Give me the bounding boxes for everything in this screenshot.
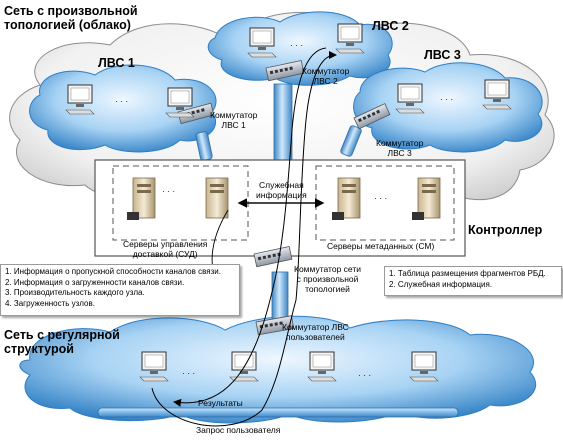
switch-lan1-label: Коммутатор ЛВС 1 — [210, 110, 257, 130]
switch-users-label-line1: Коммутатор ЛВС — [282, 322, 349, 332]
workstation-icon — [65, 84, 95, 115]
switch-lan3-label: Коммутатор ЛВС 3 — [376, 138, 423, 158]
left-notes-box: 1. Информация о пропускной способности к… — [0, 264, 240, 316]
regular-network-title-line1: Сеть с регулярной — [4, 328, 120, 342]
delivery-servers-label: Серверы управления доставкой (СУД) — [123, 239, 207, 259]
switch-lan3-label-line1: Коммутатор — [376, 138, 424, 148]
switch-core-label-line1: Коммутатор сети — [294, 264, 361, 274]
switch-lan2-label: Коммутатор ЛВС 2 — [302, 66, 349, 86]
request-arrow — [151, 51, 337, 427]
right-notes-box: 1. Таблица размещения фрагментов РБД. 2.… — [384, 266, 562, 296]
ellipsis-users-right: · · · — [358, 370, 372, 380]
switch-lan2-label-line2: ЛВС 2 — [313, 76, 338, 86]
cloud-network-title: Сеть с произвольной топологией (облако) — [4, 4, 138, 32]
regular-network-title-line2: структурой — [4, 342, 74, 356]
switch-core-label: Коммутатор сети с произвольной топологие… — [294, 264, 361, 294]
network-bus — [97, 407, 459, 418]
service-info-label-line1: Служебная — [259, 180, 304, 190]
switch-users-label: Коммутатор ЛВС пользователей — [282, 322, 349, 342]
ellipsis-lan1: · · · — [115, 96, 129, 106]
ellipsis-lan3: · · · — [440, 94, 454, 104]
lan2-label: ЛВС 2 — [372, 19, 409, 33]
cloud-network-title-line2: топологией (облако) — [4, 18, 131, 32]
switch-core-label-line2: с произвольной — [296, 274, 359, 284]
cloud-network-title-line1: Сеть с произвольной — [4, 4, 138, 18]
workstation-icon — [409, 351, 439, 382]
link-lan2-tube — [273, 83, 293, 165]
left-note-item: 3. Производительность каждого узла. — [5, 288, 145, 297]
right-note-item: 1. Таблица размещения фрагментов РБД. — [389, 269, 546, 278]
left-note-item: 1. Информация о пропускной способности к… — [5, 267, 221, 276]
switch-lan3 — [353, 103, 391, 130]
workstation-icon — [165, 87, 195, 118]
results-arrow — [173, 47, 327, 407]
switch-users-label-line2: пользователей — [286, 332, 345, 342]
metadata-servers-group — [315, 165, 455, 241]
regular-network-cloud — [19, 315, 537, 424]
link-lan3-tube — [340, 125, 362, 157]
switch-lan1-label-line2: ЛВС 1 — [221, 120, 246, 130]
results-label: Результаты — [198, 398, 243, 408]
ellipsis-metadata: · · · — [374, 193, 388, 203]
server-tower — [127, 177, 156, 220]
server-tower — [412, 177, 441, 220]
workstation-icon — [395, 83, 425, 114]
ellipsis-delivery: · · · — [162, 186, 176, 196]
regular-network-title: Сеть с регулярной структурой — [4, 328, 120, 356]
switch-lan2 — [265, 60, 305, 82]
ellipsis-users-left: · · · — [182, 368, 196, 378]
workstation-icon — [307, 351, 337, 382]
switch-core — [253, 246, 293, 268]
ellipsis-lan2: · · · — [290, 40, 304, 50]
service-info-label: Служебная информация — [256, 180, 307, 200]
switch-lan3-label-line2: ЛВС 3 — [387, 148, 412, 158]
switch-lan2-label-line1: Коммутатор — [302, 66, 350, 76]
left-note-item: 2. Информация о загруженности каналов св… — [5, 277, 185, 287]
switch-core-label-line3: топологией — [305, 284, 350, 294]
delivery-servers-label-line1: Серверы управления — [123, 239, 208, 249]
left-note-item: 4. Загруженность узлов. — [5, 298, 95, 308]
workstation-icon — [335, 23, 365, 54]
service-info-label-line2: информация — [256, 190, 307, 200]
controller-label: Контроллер — [468, 223, 543, 237]
lan1-label: ЛВС 1 — [98, 56, 135, 70]
workstation-icon — [247, 27, 277, 58]
user-request-label: Запрос пользователя — [196, 425, 281, 435]
server-tower — [205, 177, 229, 219]
metadata-servers-label: Серверы метаданных (СМ) — [327, 241, 435, 251]
delivery-servers-label-line2: доставкой (СУД) — [132, 249, 198, 259]
switch-lan1-label-line1: Коммутатор — [210, 110, 258, 120]
workstation-icon — [139, 351, 169, 382]
workstation-icon — [482, 79, 512, 110]
right-note-item: 2. Служебная информация. — [389, 279, 493, 289]
lan3-label: ЛВС 3 — [424, 48, 461, 62]
server-tower — [332, 177, 361, 220]
switch-users — [255, 315, 295, 336]
